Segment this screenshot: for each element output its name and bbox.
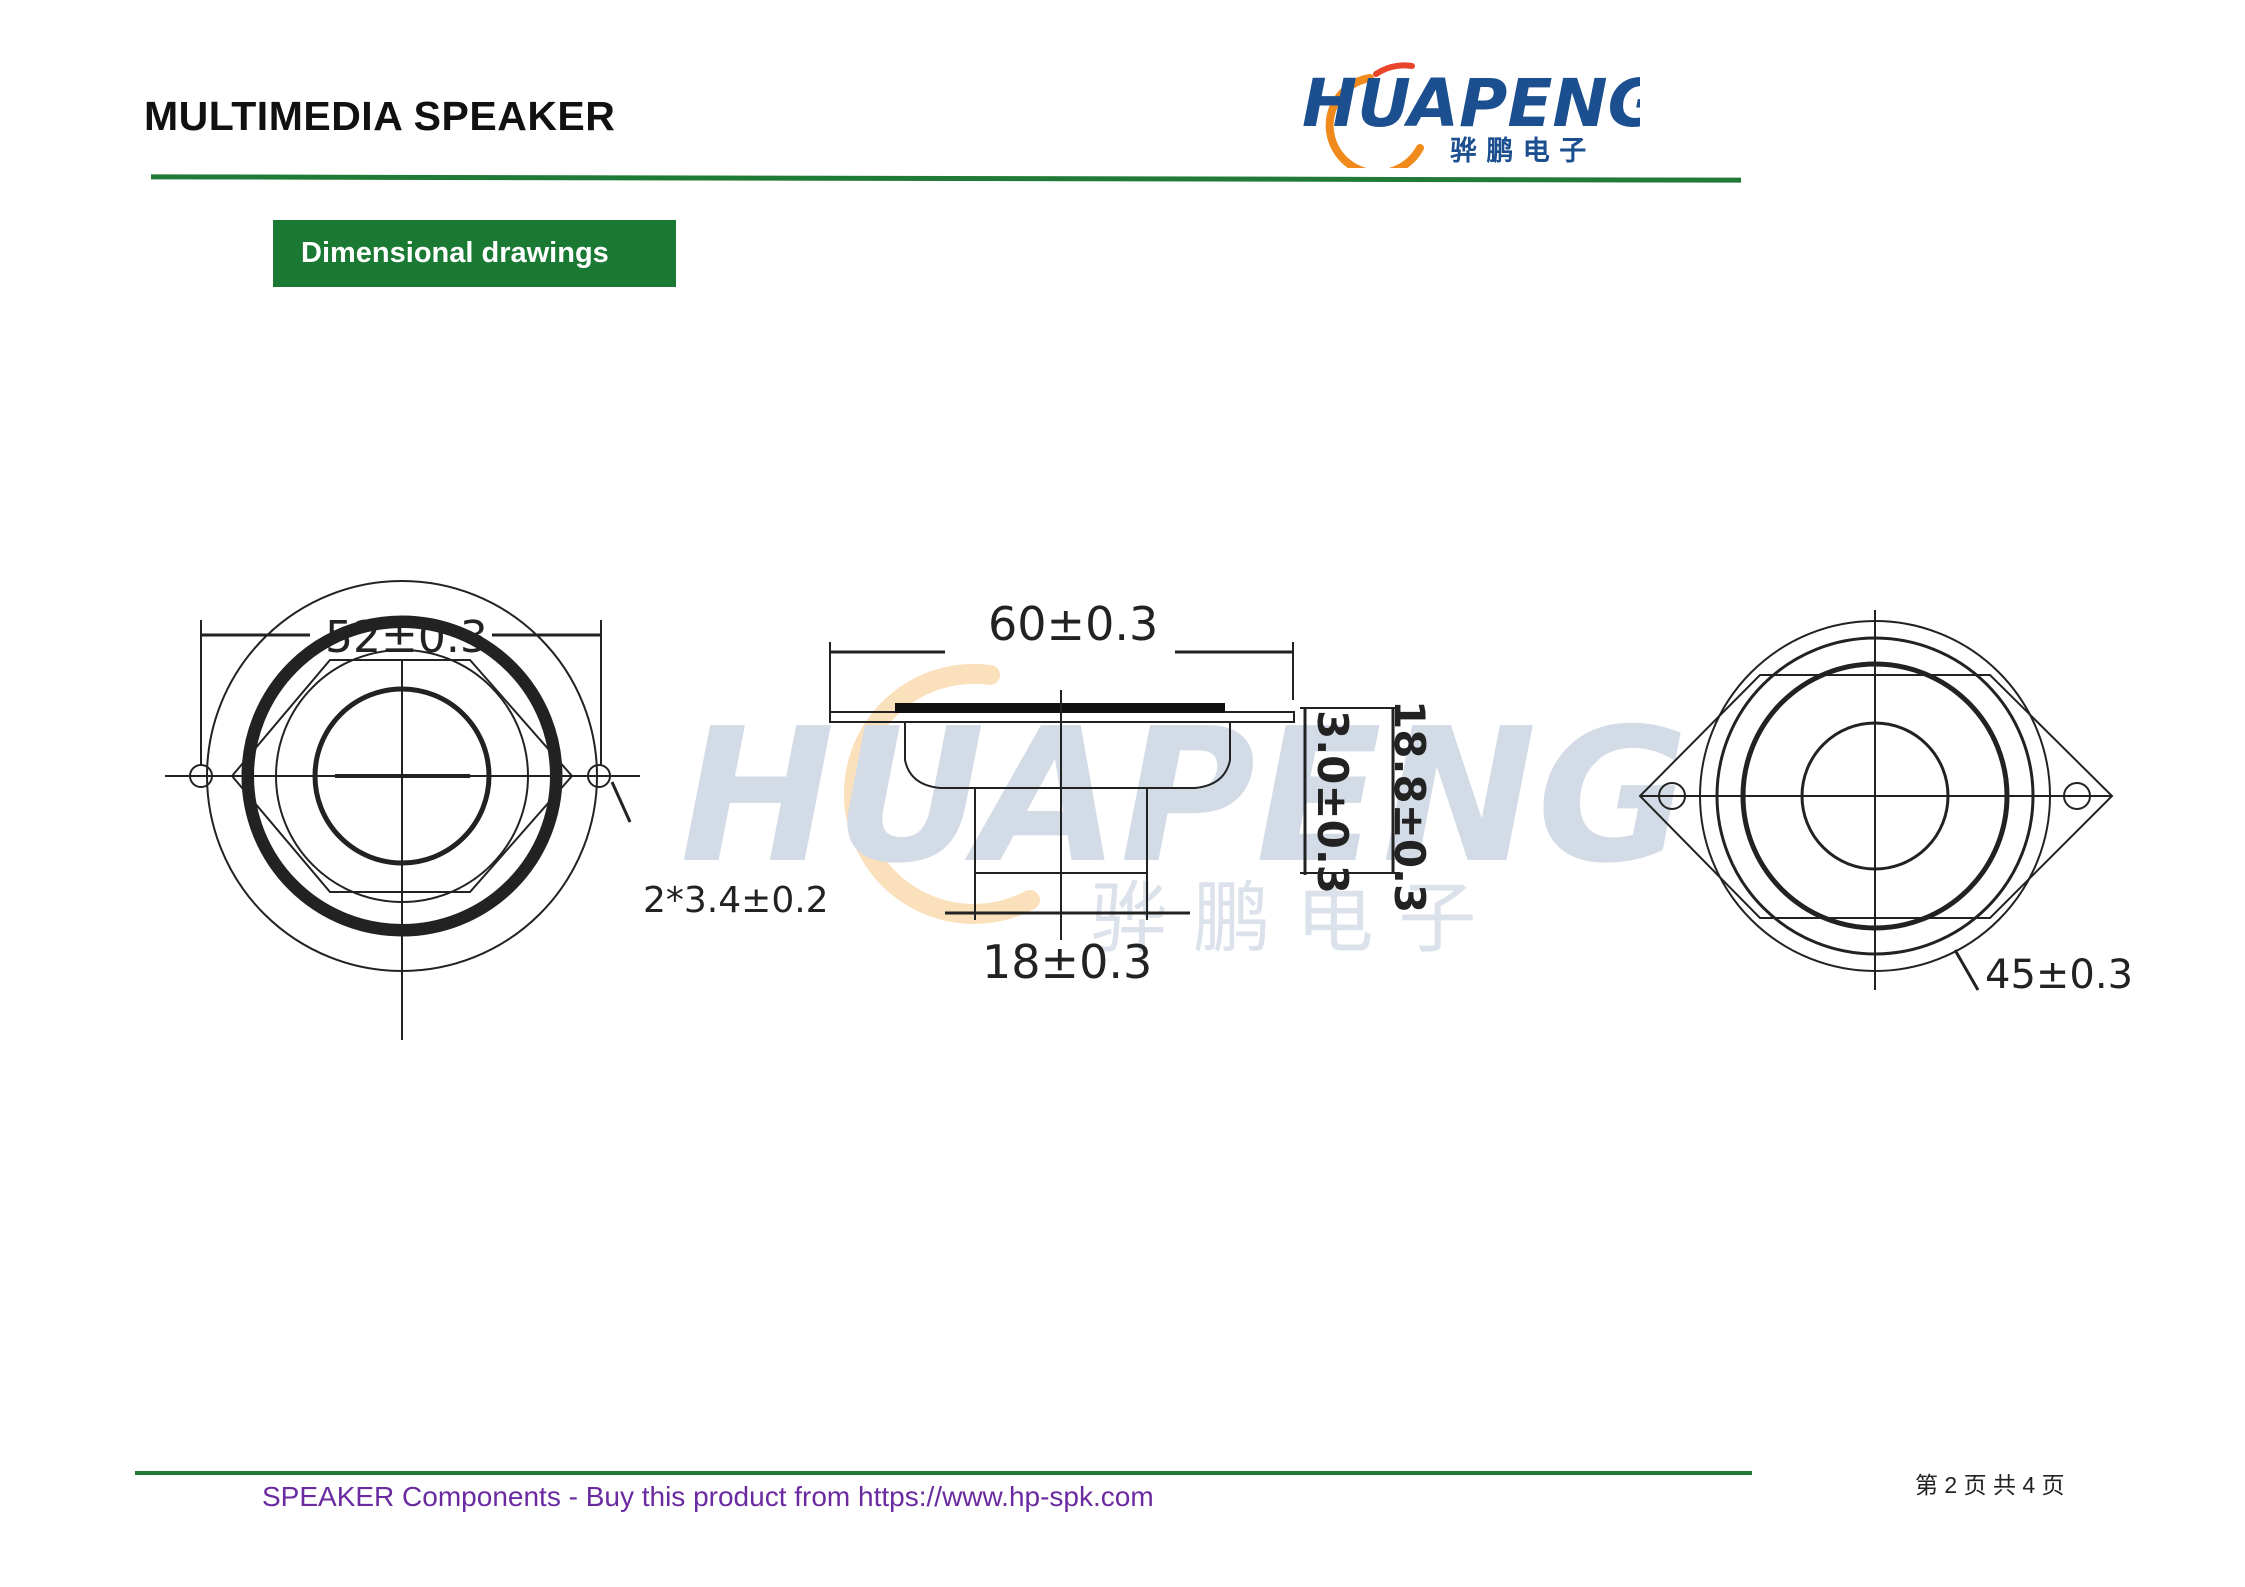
page-suffix: 页	[2041, 1472, 2065, 1498]
back-view	[1638, 610, 2114, 991]
logo-chinese: 骅 鹏 电 子	[1450, 136, 1586, 167]
footer-divider	[135, 1471, 1752, 1475]
huapeng-logo: HUAPENG 骅 鹏 电 子	[1300, 48, 1662, 178]
section-tab-label: Dimensional drawings	[301, 237, 609, 269]
dim-total-height: 18.8±0.3	[1385, 700, 1434, 913]
back-diameter-leader	[1953, 949, 1980, 991]
logo-arc	[1325, 74, 1424, 178]
dim-front-width: 52±0.3	[325, 612, 488, 663]
page-prefix: 第	[1915, 1472, 1938, 1498]
drawing-canvas: HUAPENG 骅 鹏 电 子 52±0.3 2*3.4±0.2	[165, 580, 2133, 1040]
page-current: 2	[1944, 1472, 1958, 1498]
front-view	[165, 580, 640, 1040]
section-tab: Dimensional drawings	[273, 220, 676, 287]
dimensional-drawing: HUAPENG 骅 鹏 电 子 52±0.3 2*3.4±0.2	[0, 560, 2245, 1080]
watermark: HUAPENG 骅 鹏 电 子	[680, 663, 1689, 964]
page-total: 4	[2022, 1472, 2036, 1498]
dim-magnet-width: 18±0.3	[982, 935, 1152, 989]
logo-arc-top	[1373, 62, 1415, 77]
dim-flange-height: 3.0±0.3	[1308, 710, 1357, 894]
footer-link-text[interactable]: SPEAKER Components - Buy this product fr…	[262, 1481, 1154, 1512]
page-mid: 页 共	[1963, 1472, 2016, 1498]
document-title: MULTIMEDIA SPEAKER	[144, 93, 616, 139]
logo-wordmark: HUAPENG	[1302, 65, 1640, 142]
watermark-chinese: 骅 鹏 电 子	[1090, 874, 1476, 964]
front-hole-leader	[610, 781, 632, 823]
dim-side-width: 60±0.3	[988, 597, 1158, 651]
page-number: 第 2 页 共 4 页	[1915, 1466, 2065, 1500]
watermark-wordmark: HUAPENG	[680, 688, 1689, 904]
logo-graphic: HUAPENG 骅 鹏 电 子	[1302, 62, 1662, 178]
side-view	[829, 642, 1400, 940]
dim-back-diameter: 45±0.3	[1985, 952, 2133, 998]
dim-holes: 2*3.4±0.2	[643, 880, 829, 921]
header-divider	[151, 174, 1741, 183]
